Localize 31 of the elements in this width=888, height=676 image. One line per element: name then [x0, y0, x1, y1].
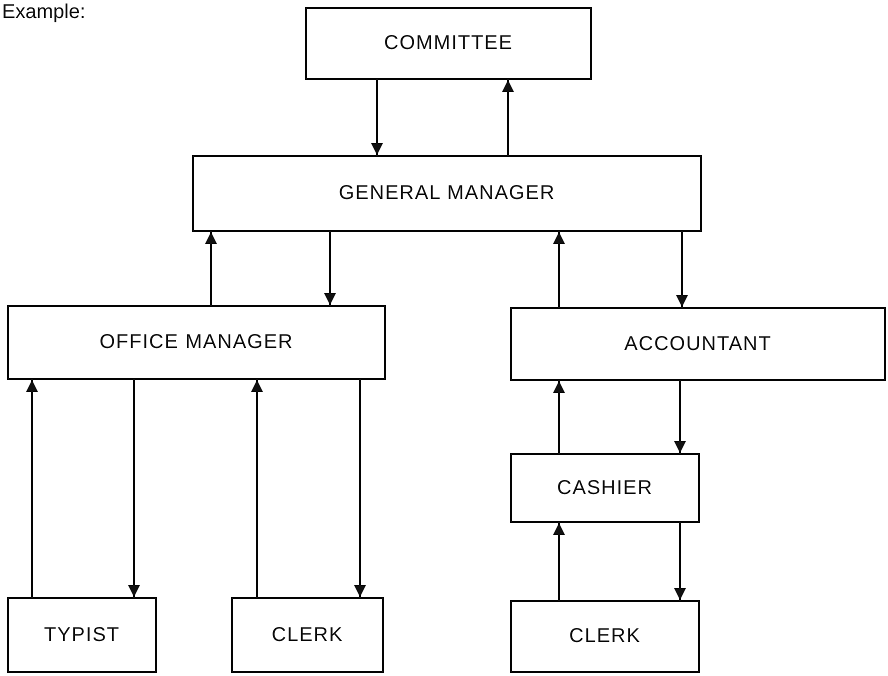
role-title: COMMITTEE: [384, 32, 513, 55]
role-box: [231, 597, 384, 673]
role-title: CLERK: [569, 625, 641, 648]
arrow: [251, 380, 263, 597]
role-box: [510, 453, 700, 523]
example-note: Example:: [2, 1, 86, 24]
arrow: [553, 381, 565, 453]
role-box: [7, 597, 157, 673]
role-title: TYPIST: [44, 624, 120, 646]
role-box: [192, 155, 702, 232]
role-box: [510, 600, 700, 673]
role-title: CASHIER: [557, 476, 653, 500]
arrow: [205, 232, 217, 305]
arrow: [128, 380, 140, 597]
arrow: [674, 523, 686, 600]
role-title: ACCOUNTANT: [624, 332, 772, 356]
arrow: [676, 232, 688, 307]
arrow: [553, 523, 565, 600]
role-title: OFFICE MANAGER: [99, 331, 294, 354]
role-box: [7, 305, 386, 380]
role-title: CLERK: [272, 624, 344, 646]
arrow: [371, 80, 383, 155]
arrow: [354, 380, 366, 597]
role-box: [510, 307, 886, 381]
arrow: [324, 232, 336, 305]
arrow: [674, 381, 686, 453]
arrow: [502, 80, 514, 155]
role-title: GENERAL MANAGER: [338, 182, 556, 205]
role-box: [305, 7, 592, 80]
arrow: [26, 380, 38, 597]
arrow: [553, 232, 565, 307]
